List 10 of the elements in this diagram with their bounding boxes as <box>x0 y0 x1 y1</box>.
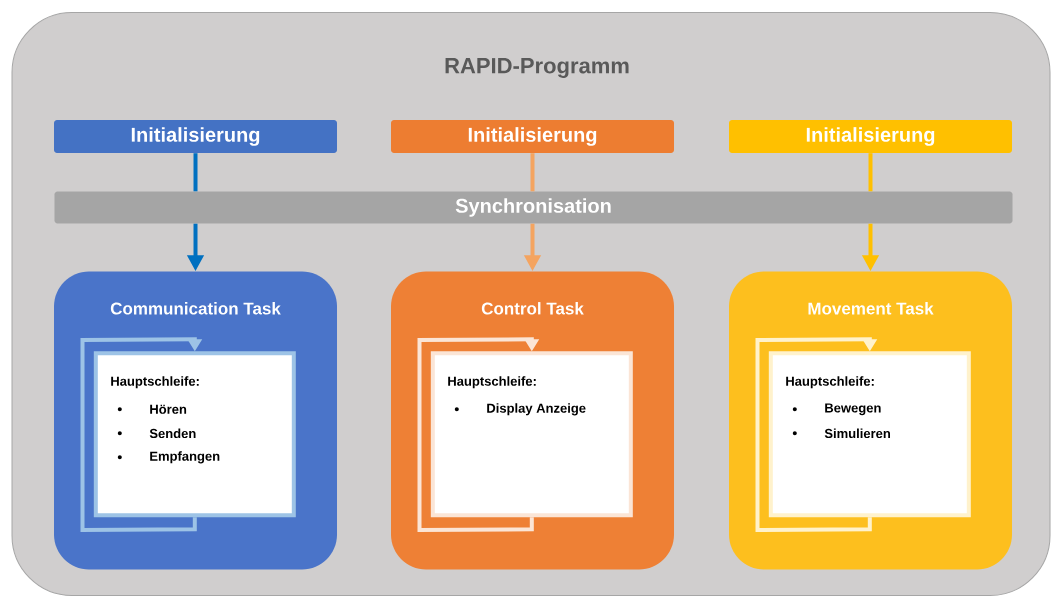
init-bar: Initialisierung <box>729 120 1012 153</box>
loop-arrow <box>417 337 540 533</box>
loop-body-box: Hauptschleife: Bewegen Simulieren <box>768 351 971 518</box>
loop-arrow <box>755 337 878 533</box>
loop-body-box: Hauptschleife: Display Anzeige <box>430 351 633 518</box>
loop-body-box: Hauptschleife: Hören Senden Empfangen <box>93 351 296 518</box>
init-bar: Initialisierung <box>54 120 337 153</box>
loop-arrow <box>80 337 203 533</box>
sync-bar: Synchronisation <box>54 191 1013 224</box>
init-bar: Initialisierung <box>391 120 674 153</box>
